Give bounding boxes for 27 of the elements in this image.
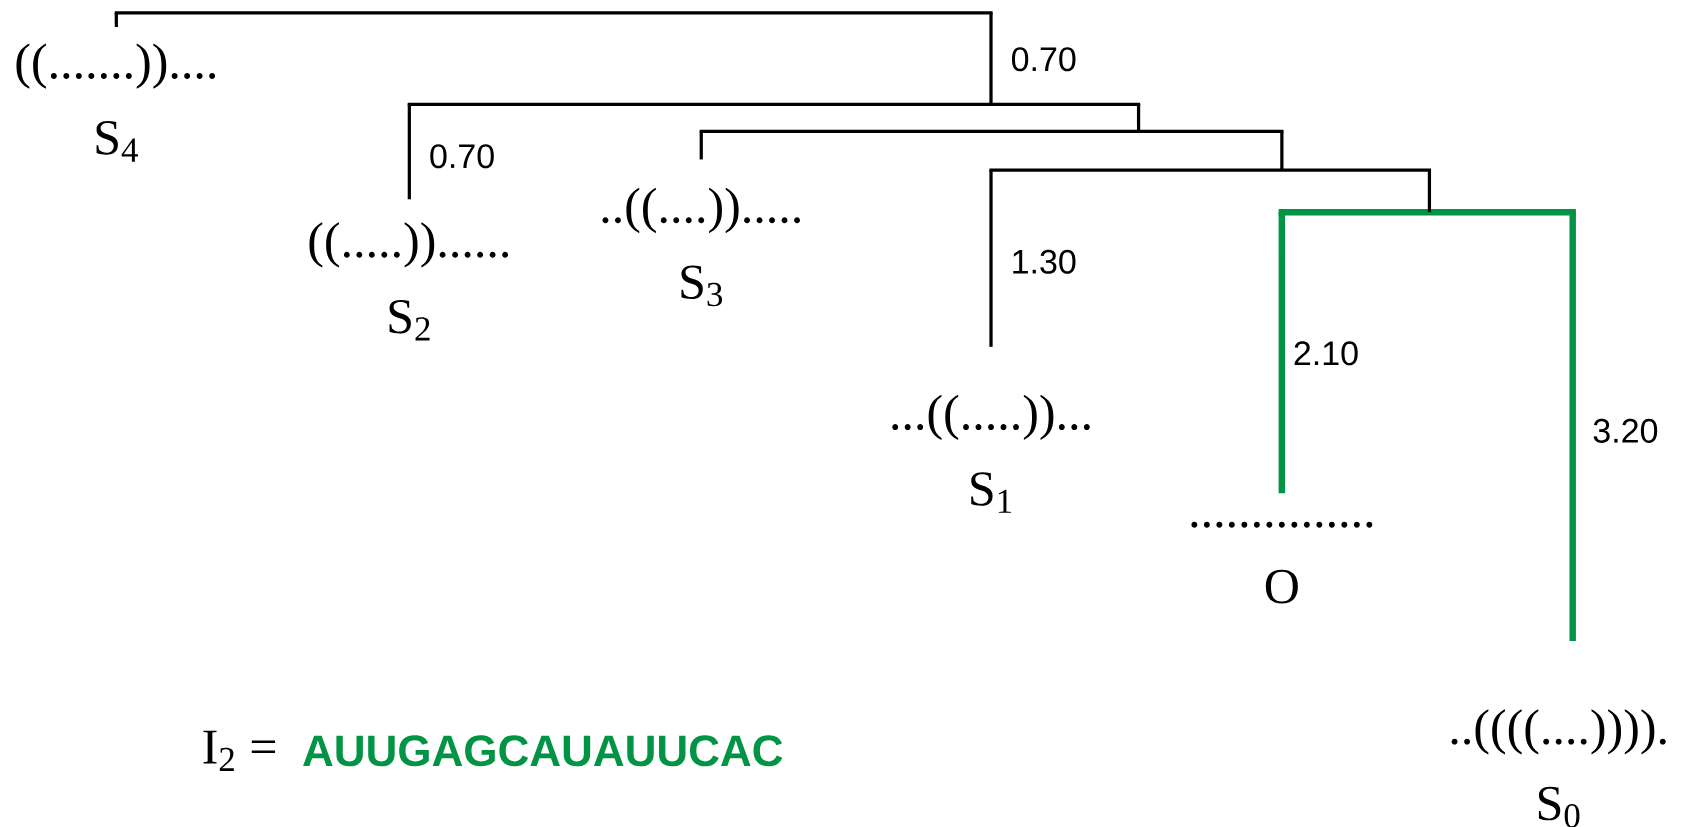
structure-label: ...((.....))... S$_{1}$ xyxy=(892,394,1090,513)
tree-branch xyxy=(989,12,993,105)
tree-branch xyxy=(989,170,993,347)
branch-length: 0.70 xyxy=(1011,47,1076,72)
structure-label: ..((((....)))). S$_{0}$ xyxy=(1451,709,1666,827)
tree-branch xyxy=(1278,212,1286,494)
branch-length: 0.70 xyxy=(430,144,494,169)
structure-label: ..((....))..... S$_{3}$ xyxy=(602,187,800,307)
tree-branch xyxy=(699,131,703,160)
tree-branch xyxy=(1427,170,1432,213)
branch-bar xyxy=(407,102,1141,106)
structure-label: ............... O xyxy=(1191,521,1373,604)
tree-branch xyxy=(407,104,411,200)
structure-label: ((.....))...... S$_{2}$ xyxy=(309,222,509,341)
branch-length: 3.20 xyxy=(1593,418,1658,443)
branch-bar xyxy=(699,129,1284,133)
tree-branch xyxy=(1280,131,1284,171)
branch-length: 2.10 xyxy=(1294,341,1358,366)
branch-bar xyxy=(114,11,993,15)
structure-label: ((.......)).... S$_{4}$ xyxy=(16,43,216,162)
sequence-text: AUUGAGCAUAUUCAC xyxy=(303,735,783,767)
equation-label: I$_{2}$ = xyxy=(203,730,276,771)
branch-length: 1.30 xyxy=(1013,249,1076,274)
tree-branch xyxy=(114,12,118,27)
branch-bar xyxy=(989,168,1432,172)
branch-bar xyxy=(1278,208,1576,216)
tree-branch xyxy=(1136,104,1141,132)
